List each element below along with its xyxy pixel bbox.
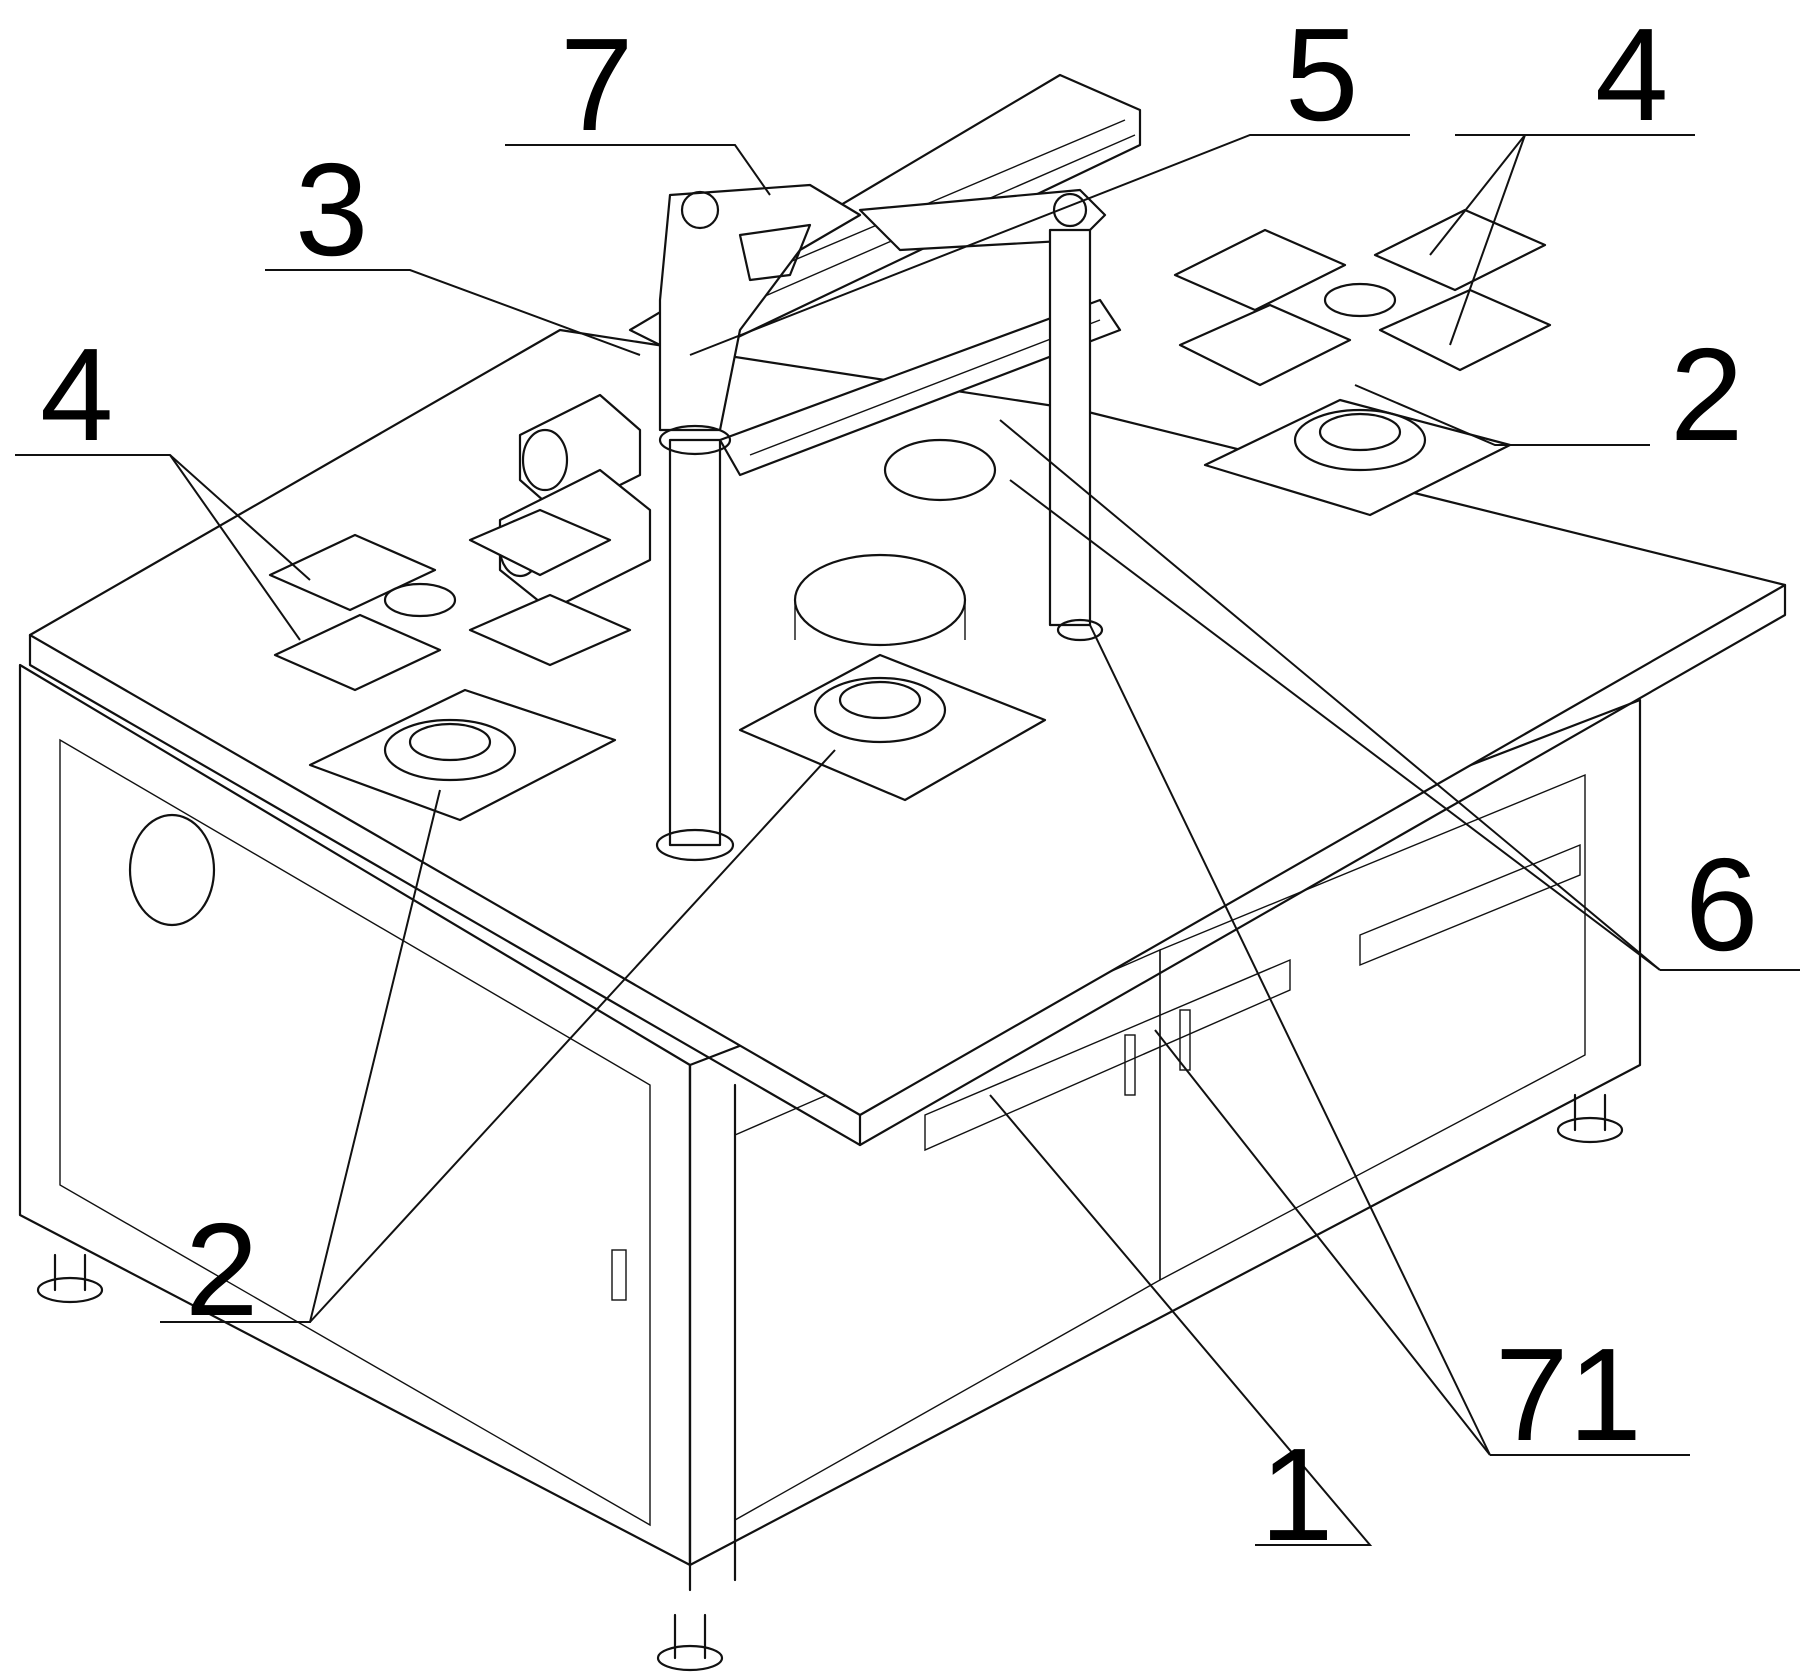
leveling-feet bbox=[36, 1093, 1624, 1672]
leader-lines bbox=[15, 134, 1800, 1546]
label-71: 71 bbox=[1495, 1321, 1642, 1468]
right-station bbox=[1173, 208, 1552, 517]
label-2-left: 2 bbox=[185, 1196, 258, 1343]
label-4-left: 4 bbox=[40, 321, 113, 468]
left-station bbox=[268, 508, 632, 822]
label-3: 3 bbox=[295, 136, 368, 283]
robot-arm bbox=[655, 183, 1107, 862]
label-7: 7 bbox=[560, 11, 633, 158]
label-2-right: 2 bbox=[1670, 321, 1743, 468]
center-turntable bbox=[738, 438, 1047, 802]
callout-labels: 1 2 2 3 4 4 5 6 7 71 bbox=[40, 1, 1758, 1568]
label-4-right: 4 bbox=[1595, 1, 1668, 148]
label-5: 5 bbox=[1285, 1, 1358, 148]
label-6: 6 bbox=[1685, 831, 1758, 978]
label-1: 1 bbox=[1260, 1421, 1333, 1568]
